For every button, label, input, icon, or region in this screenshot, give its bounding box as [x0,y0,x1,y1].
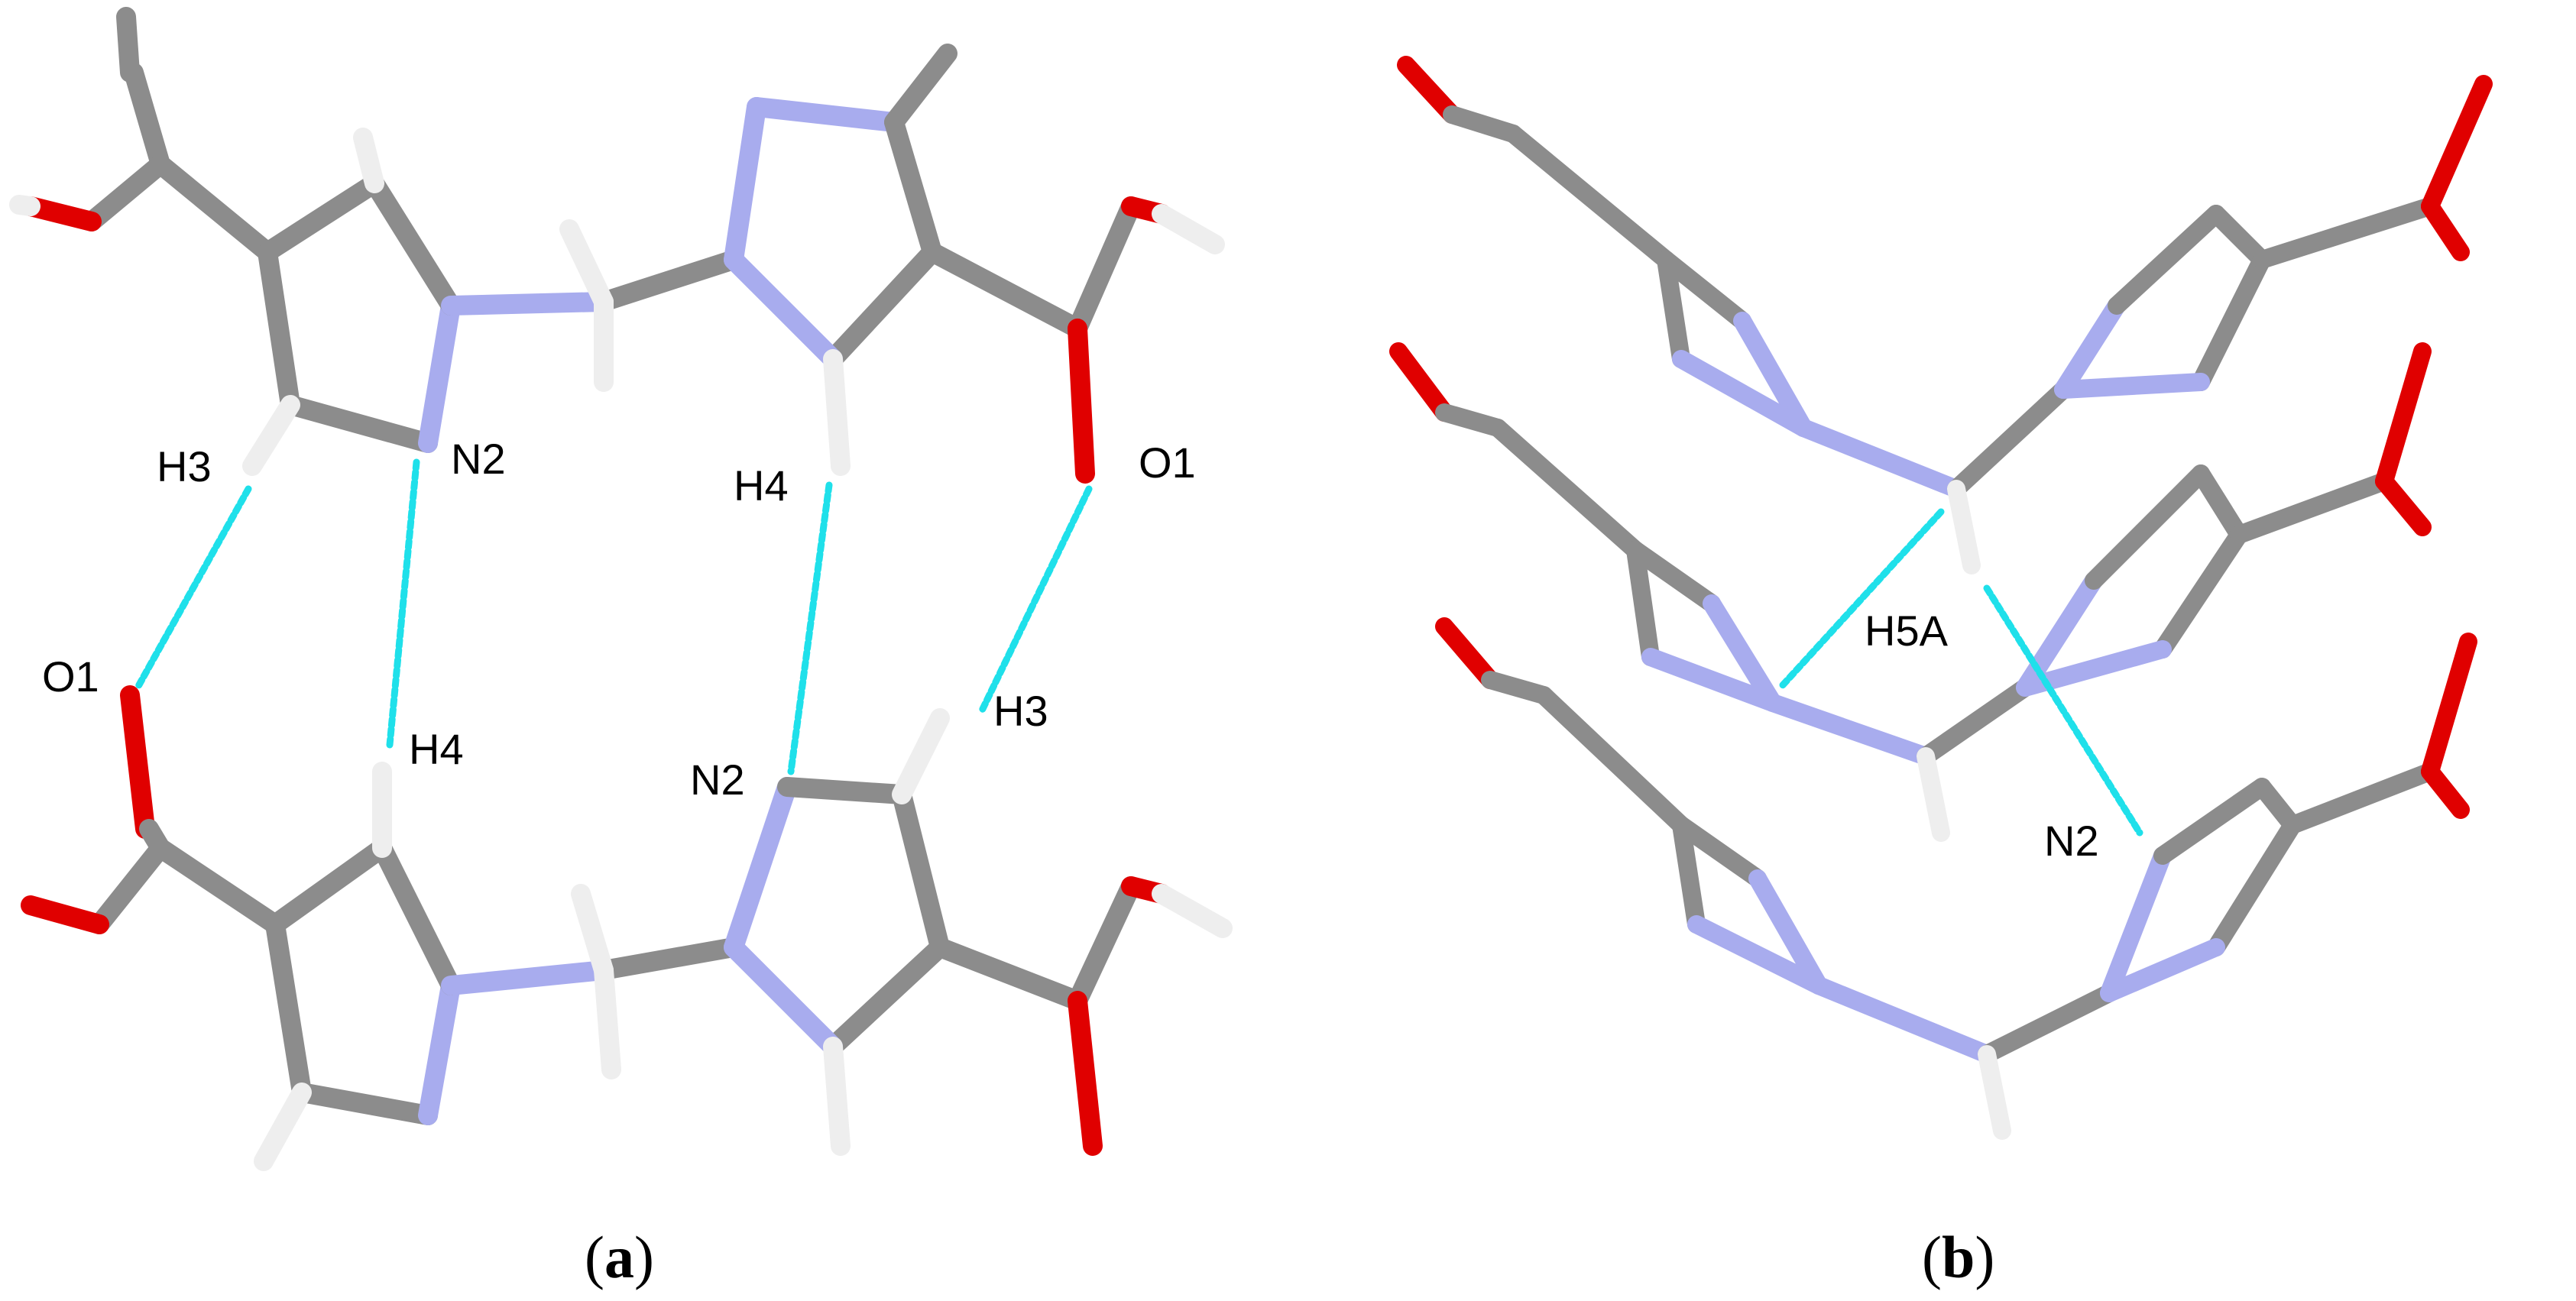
linker-a-top [559,219,744,392]
molecule-a-bottom-right [724,708,1233,1156]
caption-a: (a) [585,1224,654,1290]
label-h3-bottom-right: H3 [993,687,1048,735]
label-h4-bottom-left: H4 [409,725,464,773]
label-n2: N2 [2044,817,2099,865]
label-o1-bottom-left: O1 [42,652,99,701]
label-n2-top-left: N2 [451,435,506,483]
linker-a-bottom [571,884,744,1079]
hydrogen-bonds-b [1777,508,2143,837]
linkers-b [1764,380,2118,1140]
molecule-a-bottom-left [21,685,614,1171]
label-o1-top-right: O1 [1139,439,1196,487]
label-n2-bottom-right: N2 [690,756,745,804]
molecule-a-top-right [724,44,1225,484]
label-h5a: H5A [1865,607,1949,655]
molecule-b-left-stack [1389,56,1828,995]
hydrogen-bonds-a [134,458,1093,775]
molecule-a-top-left [9,7,614,476]
label-h3-top-left: H3 [157,442,212,490]
label-h4-top-right: H4 [734,461,789,510]
panel-b: H5A N2 (b) [1389,56,2493,1290]
molecule-b-right-stack [2016,75,2493,1002]
caption-b: (b) [1922,1224,1994,1290]
panel-a: H3 N2 H4 O1 O1 H4 N2 H3 (a) [9,7,1233,1290]
